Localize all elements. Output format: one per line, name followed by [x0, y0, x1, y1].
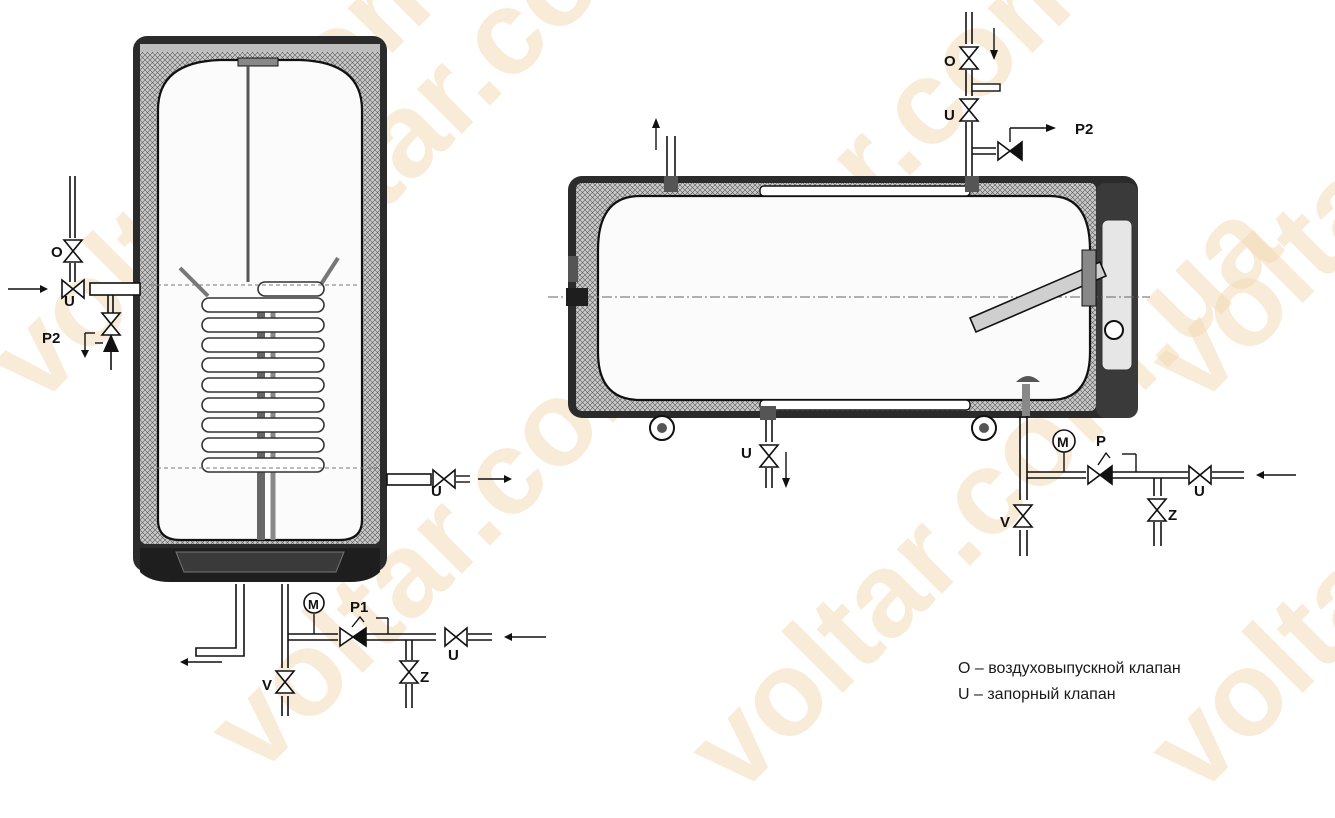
inlet-valve-label: U: [64, 293, 75, 310]
check-valve-symbol: [399, 660, 419, 684]
installation-diagram: O U P2 U V M: [8, 12, 1296, 716]
drain-valve-label: V: [1000, 514, 1010, 531]
manometer-symbol: [1052, 429, 1076, 453]
supply-valve-symbol: [1188, 465, 1212, 485]
air-valve-label: O: [51, 244, 63, 261]
vertical-heater: O U P2 U V M: [8, 36, 546, 716]
coil-safety-valve-label: P2: [42, 330, 60, 347]
drain-valve-symbol: [275, 670, 295, 694]
supply-valve-symbol: [444, 627, 468, 647]
air-valve-label: O: [944, 53, 956, 70]
drain-valve-symbol: [1013, 504, 1033, 528]
air-valve-symbol: [959, 46, 979, 70]
safety-valve-label: P: [1096, 433, 1106, 450]
outlet-valve-label: U: [431, 483, 442, 500]
check-valve-symbol: [1147, 498, 1167, 522]
shutoff-valve-symbol: [959, 98, 979, 122]
shutoff-valve-label: U: [944, 107, 955, 124]
bottom-valve-label: U: [741, 445, 752, 462]
legend: O – воздуховыпускной клапан U – запорный…: [958, 656, 1181, 708]
drain-valve-label: V: [262, 677, 272, 694]
check-valve-label: Z: [1168, 507, 1177, 524]
coil-safety-valve-label: P2: [1075, 121, 1093, 138]
horizontal-heater: O U P2 U V: [548, 12, 1296, 556]
air-valve-symbol: [63, 239, 83, 263]
legend-shutoff-valve: U – запорный клапан: [958, 686, 1116, 703]
bottom-valve-symbol: [759, 444, 779, 468]
coil-valve-symbol: [101, 312, 121, 336]
manometer-label: M: [1057, 434, 1069, 450]
safety-valve-label: P1: [350, 599, 368, 616]
supply-valve-label: U: [448, 647, 459, 664]
legend-air-valve: O – воздуховыпускной клапан: [958, 660, 1181, 677]
supply-valve-label: U: [1194, 483, 1205, 500]
manometer-symbol: [303, 592, 325, 614]
manometer-label: M: [308, 597, 319, 612]
check-valve-label: Z: [420, 669, 429, 686]
